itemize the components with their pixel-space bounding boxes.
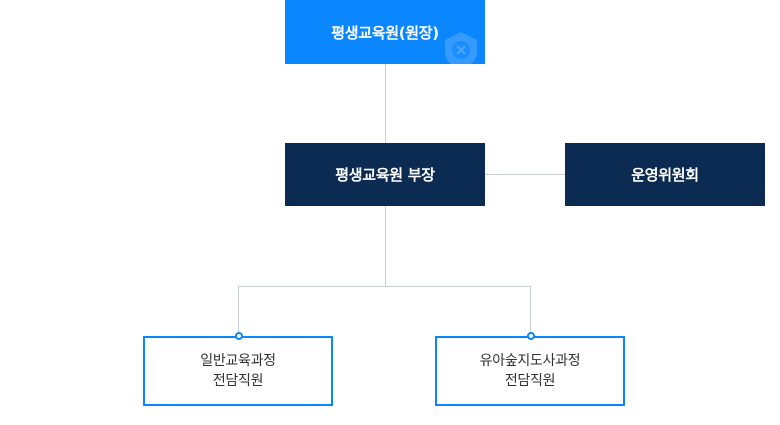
staff-node-forest-line1: 유아숲지도사과정 (479, 353, 581, 369)
connector-dot-left (235, 332, 243, 340)
committee-node: 운영위원회 (565, 143, 765, 206)
connector-manager-down (385, 206, 386, 286)
staff-node-general-line1: 일반교육과정 (200, 353, 276, 369)
connector-dot-right (527, 332, 535, 340)
staff-node-forest: 유아숲지도사과정 전담직원 (435, 336, 625, 406)
committee-node-label: 운영위원회 (631, 166, 699, 184)
connector-branch-right (530, 286, 531, 336)
staff-node-forest-line2: 전담직원 (504, 373, 556, 389)
manager-node-label: 평생교육원 부장 (335, 166, 435, 184)
head-node-label: 평생교육원(원장) (331, 23, 439, 42)
staff-node-general: 일반교육과정 전담직원 (143, 336, 333, 406)
connector-manager-to-committee (485, 174, 565, 175)
connector-head-to-manager (385, 64, 386, 143)
institution-emblem-icon (445, 32, 477, 64)
staff-node-general-line2: 전담직원 (212, 373, 264, 389)
connector-horizontal-branch (238, 286, 531, 287)
connector-branch-left (238, 286, 239, 336)
head-node: 평생교육원(원장) (285, 0, 485, 64)
manager-node: 평생교육원 부장 (285, 143, 485, 206)
